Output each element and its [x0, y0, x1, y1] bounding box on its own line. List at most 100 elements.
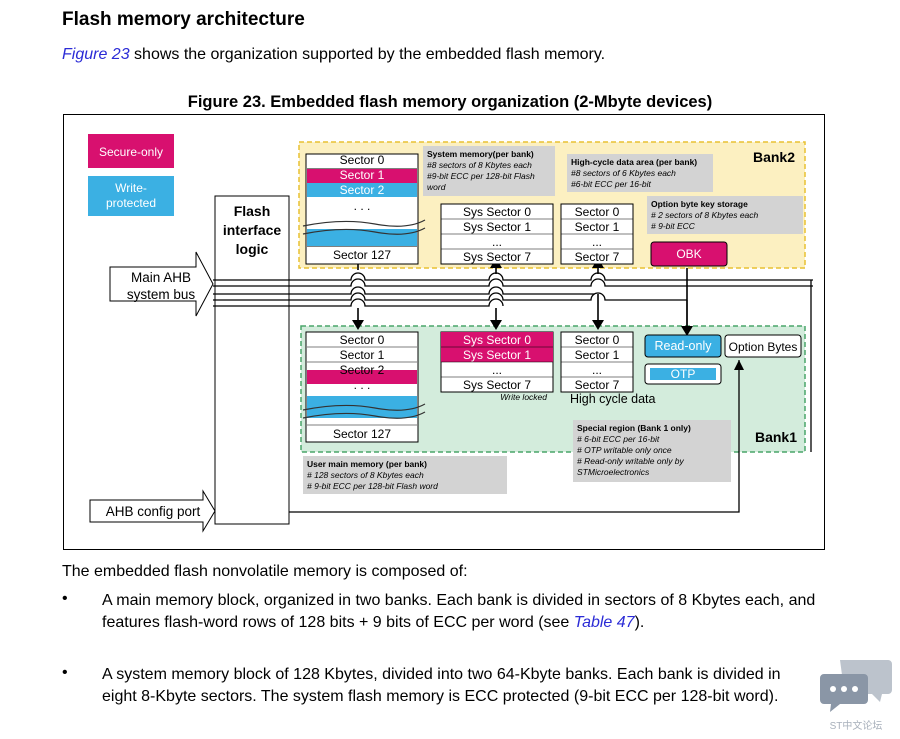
section-heading: Flash memory architecture	[62, 9, 305, 30]
bank2-sys1: Sys Sector 1	[463, 220, 531, 234]
bank2-sector0: Sector 0	[340, 153, 385, 167]
bullet-item-1: A main memory block, organized in two ba…	[102, 590, 827, 634]
bank2-sys-dots: ...	[492, 235, 502, 249]
bullet-item-2: A system memory block of 128 Kbytes, div…	[102, 664, 792, 708]
bank2-hc1: Sector 1	[575, 220, 620, 234]
special-region-note	[573, 420, 731, 482]
interface-label-1: Flash	[234, 203, 271, 219]
option-bytes-label: Option Bytes	[729, 340, 798, 354]
flash-interface-logic	[214, 195, 290, 525]
main-ahb-label-1: Main AHB	[131, 270, 191, 285]
bullet-marker-2: •	[62, 664, 68, 681]
bank2-dots: . . .	[354, 199, 371, 213]
legend-secure-label: Secure-only	[99, 145, 163, 159]
bank2-hc7: Sector 7	[575, 250, 620, 264]
bank2-obk-note	[647, 196, 803, 234]
obk-label: OBK	[676, 247, 701, 261]
bank2-sys-note	[423, 146, 555, 196]
bank1-hc1: Sector 1	[575, 348, 620, 362]
bank1-dots: . . .	[354, 378, 371, 392]
legend-write-swatch	[88, 176, 174, 216]
bank1-label: Bank1	[755, 429, 797, 445]
intro-rest: shows the organization supported by the …	[129, 46, 606, 63]
bank2-break-lines	[302, 219, 426, 235]
bank2-sector2: Sector 2	[340, 183, 385, 197]
bank1-hc7: Sector 7	[575, 378, 620, 392]
bank2-wp-block	[307, 229, 417, 246]
bank1-hc0: Sector 0	[575, 333, 620, 347]
composed-paragraph: The embedded flash nonvolatile memory is…	[62, 563, 468, 580]
bank1-sector2: Sector 2	[340, 363, 385, 377]
bank2-hc-note-l2: #6-bit ECC per 16-bit	[571, 179, 651, 189]
bank1-sector1: Sector 1	[340, 348, 385, 362]
watermark-text: ST中文论坛	[830, 719, 883, 732]
bank2-obk-note-title: Option byte key storage	[651, 199, 748, 209]
user-note-l1: # 128 sectors of 8 Kbytes each	[307, 470, 424, 480]
bank1-user-memory	[305, 331, 419, 443]
bank2-hc0: Sector 0	[575, 205, 620, 219]
figure-title: Figure 23. Embedded flash memory organiz…	[187, 93, 713, 111]
write-locked-label: Write locked	[500, 392, 547, 402]
bank1-sys7: Sys Sector 7	[463, 378, 531, 392]
bank2-sys-note-l2: #9-bit ECC per 128-bit Flash	[427, 171, 535, 181]
intro-paragraph: Figure 23 shows the organization support…	[62, 46, 605, 64]
bank2-sys-note-l3: word	[427, 182, 446, 192]
bank1-sys-dots: ...	[492, 363, 502, 377]
ahb-config-label: AHB config port	[106, 504, 201, 519]
bullet-1-text: A main memory block, organized in two ba…	[102, 592, 816, 631]
main-ahb-arrow	[109, 251, 214, 317]
high-cycle-data-label: High cycle data	[570, 392, 656, 406]
bank2-sys-note-l1: #8 sectors of 8 Kbytes each	[427, 160, 532, 170]
legend-write-label-1: Write-	[115, 181, 147, 195]
table-47-link[interactable]: Table 47	[573, 614, 635, 631]
option-bytes-block	[724, 334, 802, 358]
special-note-l3: # Read-only writable only by	[577, 456, 685, 466]
legend-secure-swatch	[88, 134, 174, 168]
otp-inner	[650, 368, 716, 380]
bank1-hc-dots: ...	[592, 363, 602, 377]
read-only-label: Read-only	[655, 339, 713, 353]
bank2-sector2-bg	[307, 183, 417, 197]
interface-label-2: interface	[223, 222, 282, 238]
bank1-wp-block	[307, 396, 417, 418]
bank2-sys0: Sys Sector 0	[463, 205, 531, 219]
legend-write-label-2: protected	[106, 196, 156, 210]
bank2-sys7: Sys Sector 7	[463, 250, 531, 264]
watermark-logo: ST中文论坛	[820, 660, 892, 732]
bank2-hc-note	[567, 154, 713, 192]
bank1-sector127: Sector 127	[333, 427, 391, 441]
main-ahb-label-2: system bus	[127, 287, 196, 302]
bank2-sector1: Sector 1	[340, 168, 385, 182]
user-main-note	[303, 456, 507, 494]
bank2-label: Bank2	[753, 149, 795, 165]
flash-organization-diagram: Secure-only Write- protected Bank2 Bank1…	[63, 114, 825, 550]
special-note-l1: # 6-bit ECC per 16-bit	[577, 434, 660, 444]
bank2-sys-note-title: System memory(per bank)	[427, 149, 534, 159]
bank2-hc-note-title: High-cycle data area (per bank)	[571, 157, 697, 167]
special-note-l4: STMicroelectronics	[577, 467, 650, 477]
bank2-sector1-bg	[307, 169, 417, 183]
bullet-2-text: A system memory block of 128 Kbytes, div…	[102, 666, 781, 705]
chat-bubble-icon	[820, 674, 868, 712]
bank1-sector0: Sector 0	[340, 333, 385, 347]
bank2-hc-dots: ...	[592, 235, 602, 249]
ahb-config-arrow	[89, 489, 216, 533]
bank1-sys0: Sys Sector 0	[463, 333, 531, 347]
user-note-title: User main memory (per bank)	[307, 459, 427, 469]
special-note-l2: # OTP writable only once	[577, 445, 672, 455]
bullet-marker-1: •	[62, 590, 68, 607]
otp-label: OTP	[671, 367, 696, 381]
bank1-break-lines	[302, 403, 426, 419]
interface-label-3: logic	[236, 241, 269, 257]
obk-block	[650, 241, 728, 267]
bank2-obk-note-l2: # 9-bit ECC	[651, 221, 696, 231]
bank1-sys1: Sys Sector 1	[463, 348, 531, 362]
bank2-sector127: Sector 127	[333, 248, 391, 262]
read-only-block	[644, 334, 722, 358]
bank2-hc-note-l1: #8 sectors of 6 Kbytes each	[571, 168, 676, 178]
bank2-obk-note-l1: # 2 sectors of 8 Kbytes each	[651, 210, 759, 220]
bank1-secure-bg	[307, 370, 417, 384]
special-note-title: Special region (Bank 1 only)	[577, 423, 691, 433]
bullet-1-end: ).	[634, 614, 645, 631]
figure-23-link[interactable]: Figure 23	[62, 46, 130, 63]
